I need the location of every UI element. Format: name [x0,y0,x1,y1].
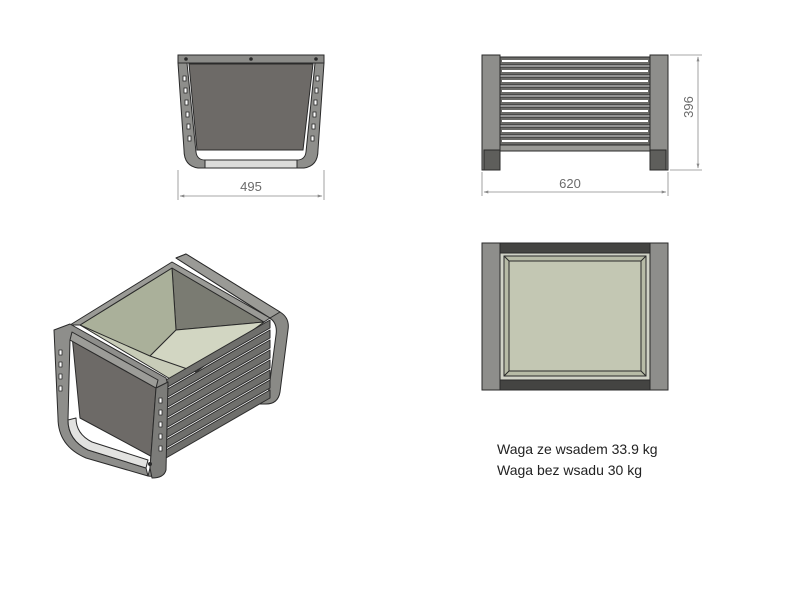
side-view [481,54,669,171]
front-view [177,54,325,169]
dimension-side-width-label: 620 [559,176,581,191]
weight-with-insert: Waga ze wsadem 33.9 kg [497,441,658,457]
dimension-height-label: 396 [681,96,696,118]
dimension-height [670,54,702,171]
dimension-front-width-label: 495 [240,179,262,194]
isometric-view [53,253,289,479]
dimension-side-width [481,172,669,196]
weight-notes: Waga ze wsadem 33.9 kg Waga bez wsadu 30… [497,439,658,481]
dimension-front-width [177,170,325,200]
weight-without-insert: Waga bez wsadu 30 kg [497,462,643,478]
top-view [481,242,669,391]
